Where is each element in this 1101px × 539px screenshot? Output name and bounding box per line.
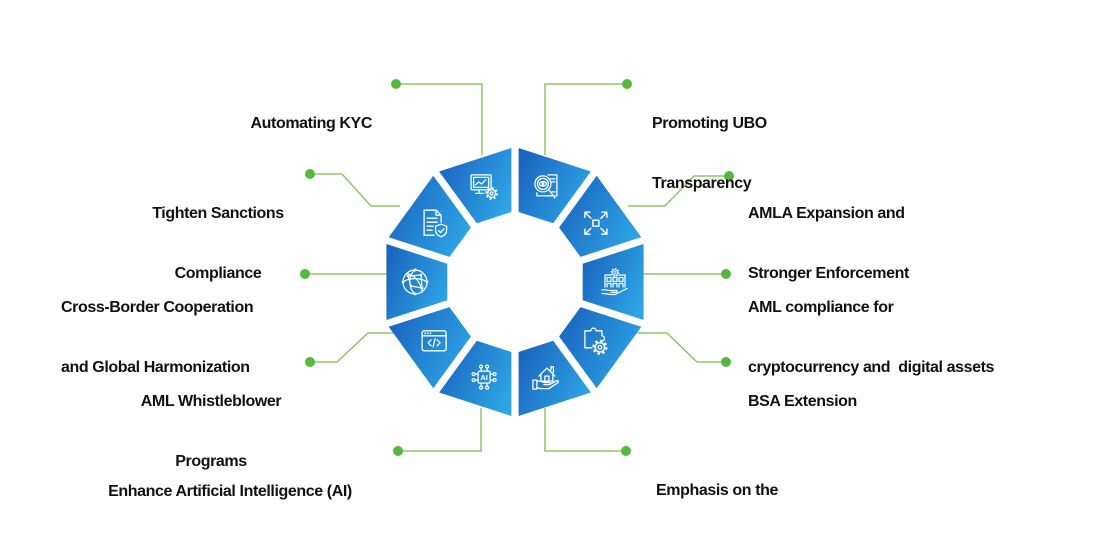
label-bsa: BSA Extension bbox=[748, 352, 857, 452]
segment-cross-border bbox=[386, 244, 448, 320]
label-line: Emphasis on the bbox=[655, 482, 779, 499]
label-line: Stronger Enforcement bbox=[748, 265, 909, 282]
label-line: Transparency bbox=[652, 175, 752, 192]
label-line: Compliance bbox=[174, 265, 262, 282]
label-line: Enhance Artificial Intelligence (AI) bbox=[108, 483, 352, 500]
label-ai: Enhance Artificial Intelligence (AI) use… bbox=[60, 442, 400, 539]
label-line: AML Whistleblower bbox=[140, 393, 282, 410]
connector-kyc bbox=[396, 83, 483, 155]
segment-sanctions bbox=[388, 175, 471, 257]
label-line: AMLA Expansion and bbox=[748, 205, 905, 222]
segment-ubo bbox=[518, 148, 591, 224]
connector-ai bbox=[398, 408, 482, 452]
segment-shape bbox=[518, 148, 591, 224]
label-line: cryptocurrency and digital assets bbox=[748, 359, 995, 376]
segment-whistleblower bbox=[388, 307, 471, 389]
segment-shape bbox=[386, 244, 448, 320]
label-line: BSA Extension bbox=[748, 393, 857, 410]
connector-dot-sanctions bbox=[305, 169, 315, 179]
label-ubo: Promoting UBO Transparency bbox=[652, 74, 767, 234]
connector-dot-crypto bbox=[721, 269, 731, 279]
connector-dot-amla bbox=[724, 171, 734, 181]
label-line: Programs bbox=[175, 453, 247, 470]
connector-dot-cross-border bbox=[300, 269, 310, 279]
label-amla: AMLA Expansion and Stronger Enforcement bbox=[748, 164, 909, 324]
segment-shape bbox=[559, 175, 642, 257]
segment-real-estate bbox=[518, 340, 591, 416]
label-line: Promoting UBO bbox=[652, 115, 767, 132]
connector-dot-ubo bbox=[622, 79, 632, 89]
connector-dot-ai bbox=[393, 446, 403, 456]
segment-ai bbox=[439, 340, 512, 416]
connector-dot-bsa bbox=[721, 357, 731, 367]
connector-dots bbox=[300, 79, 734, 456]
segment-shape bbox=[388, 307, 471, 389]
segment-shape bbox=[388, 175, 471, 257]
label-line: AML compliance for bbox=[748, 299, 894, 316]
decagon-ring bbox=[386, 148, 644, 416]
label-line: and Global Harmonization bbox=[61, 359, 250, 376]
connector-bsa bbox=[636, 332, 726, 363]
label-line: Automating KYC bbox=[250, 115, 372, 132]
connector-ubo bbox=[544, 83, 627, 155]
label-sanctions: Tighten Sanctions Compliance bbox=[118, 164, 318, 324]
connector-dot-kyc bbox=[391, 79, 401, 89]
label-kyc: Automating KYC bbox=[190, 74, 372, 174]
segment-bsa bbox=[559, 307, 642, 389]
segment-shape bbox=[559, 307, 642, 389]
connector-amla bbox=[628, 175, 729, 207]
label-whistleblower: AML Whistleblower Programs bbox=[111, 352, 311, 512]
segment-shape bbox=[518, 340, 591, 416]
connectors bbox=[305, 83, 729, 452]
label-crypto: AML compliance for cryptocurrency and di… bbox=[748, 258, 994, 418]
segment-crypto bbox=[582, 244, 644, 320]
connector-whistleblower bbox=[310, 332, 394, 363]
segment-shape bbox=[439, 148, 512, 224]
connector-real-estate bbox=[544, 408, 626, 452]
connector-dot-real-estate bbox=[621, 446, 631, 456]
label-line: Tighten Sanctions bbox=[152, 205, 284, 222]
label-cross-border: Cross-Border Cooperation and Global Harm… bbox=[61, 258, 254, 418]
segment-amla bbox=[559, 175, 642, 257]
label-real-estate: Emphasis on the Real-Estate Industry bbox=[597, 441, 837, 539]
connector-sanctions bbox=[310, 173, 400, 207]
connector-dot-whistleblower bbox=[305, 357, 315, 367]
label-line: Cross-Border Cooperation bbox=[61, 299, 254, 316]
segment-shape bbox=[439, 340, 512, 416]
segment-kyc bbox=[439, 148, 512, 224]
